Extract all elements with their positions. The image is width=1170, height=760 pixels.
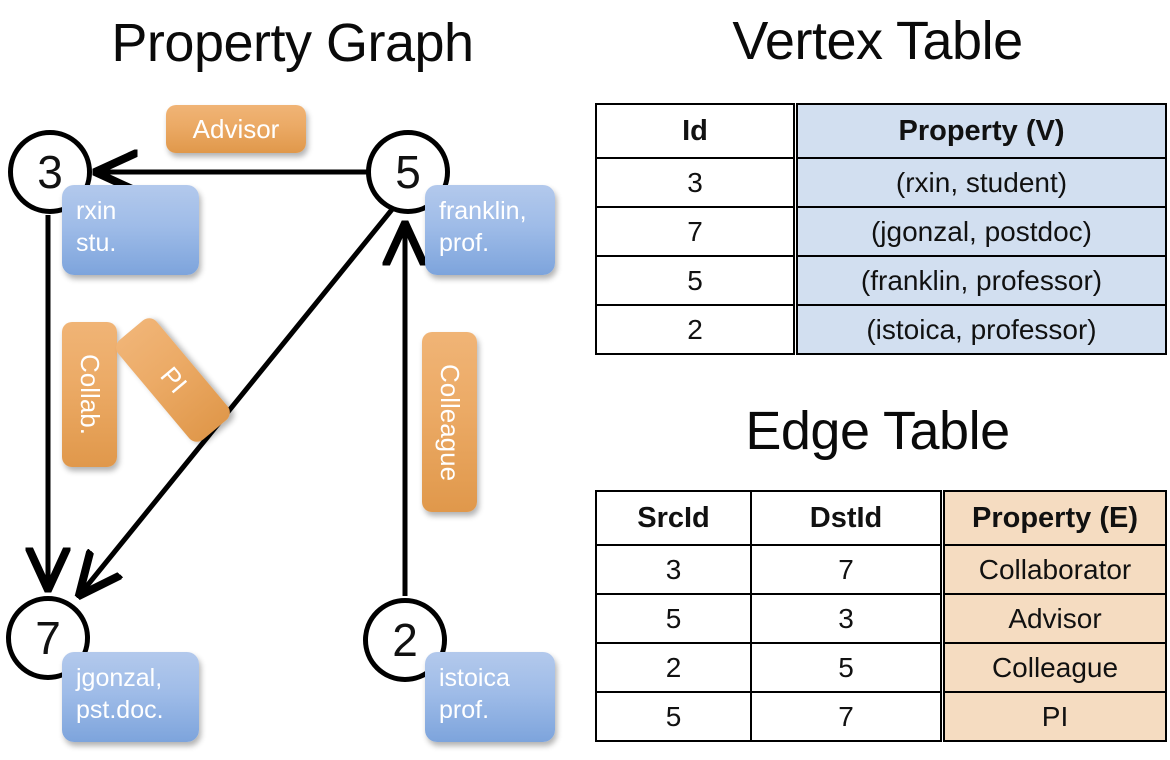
- edge-table-header-dstid: DstId: [750, 490, 944, 546]
- vertex-property-box-3: rxin stu.: [62, 185, 199, 275]
- edge-table: SrcId DstId Property (E) 3 7 Collaborato…: [595, 490, 1167, 742]
- edge-property-cell: PI: [940, 691, 1167, 742]
- vertex-table-header-property: Property (V): [793, 103, 1167, 159]
- edge-label-collab: Collab.: [62, 322, 117, 467]
- vertex-property-line-1: jgonzal,: [76, 664, 163, 692]
- edge-label-colleague: Colleague: [422, 332, 477, 512]
- edge-property-cell: Advisor: [940, 593, 1167, 644]
- vertex-property-line-2: prof.: [439, 229, 490, 257]
- graph-node-5[interactable]: 5: [366, 130, 450, 214]
- table-row[interactable]: 2 5 Colleague: [595, 642, 1167, 693]
- table-row[interactable]: 2 (istoica, professor): [595, 304, 1167, 355]
- graph-edges-svg: [0, 0, 585, 760]
- edge-label-text: PI: [153, 360, 193, 399]
- edge-label-text: Collab.: [75, 354, 105, 435]
- edge-srcid-cell: 5: [595, 691, 752, 742]
- graph-node-2[interactable]: 2: [363, 598, 447, 682]
- vertex-id-cell: 2: [595, 304, 797, 355]
- page-title-vertex-table: Vertex Table: [732, 11, 1023, 71]
- edge-dstid-cell: 7: [750, 544, 944, 595]
- vertex-id-cell: 3: [595, 157, 797, 208]
- vertex-property-line-2: prof.: [439, 696, 490, 724]
- edge-table-header-row: SrcId DstId Property (E): [595, 490, 1167, 546]
- vertex-property-box-7: jgonzal, pst.doc.: [62, 652, 199, 742]
- edge-property-cell: Collaborator: [940, 544, 1167, 595]
- table-row[interactable]: 7 (jgonzal, postdoc): [595, 206, 1167, 257]
- table-row[interactable]: 3 (rxin, student): [595, 157, 1167, 208]
- vertex-property-box-2: istoica prof.: [425, 652, 555, 742]
- edge-dstid-cell: 3: [750, 593, 944, 644]
- edge-label-text: Advisor: [192, 113, 280, 144]
- edge-table-header-property: Property (E): [940, 490, 1167, 546]
- page-title-property-graph: Property Graph: [111, 13, 474, 73]
- vertex-property-cell: (franklin, professor): [793, 255, 1167, 306]
- table-row[interactable]: 5 (franklin, professor): [595, 255, 1167, 306]
- vertex-property-line-1: istoica: [439, 664, 510, 692]
- edge-property-cell: Colleague: [940, 642, 1167, 693]
- table-row[interactable]: 3 7 Collaborator: [595, 544, 1167, 595]
- edge-dstid-cell: 7: [750, 691, 944, 742]
- vertex-table-header-row: Id Property (V): [595, 103, 1167, 159]
- vertex-property-cell: (rxin, student): [793, 157, 1167, 208]
- vertex-property-line-2: stu.: [76, 229, 117, 257]
- edge-label-text: Colleague: [435, 363, 465, 481]
- vertex-property-cell: (istoica, professor): [793, 304, 1167, 355]
- table-row[interactable]: 5 7 PI: [595, 691, 1167, 742]
- edge-5-to-7: [82, 205, 396, 592]
- edge-srcid-cell: 3: [595, 544, 752, 595]
- edge-srcid-cell: 5: [595, 593, 752, 644]
- edge-srcid-cell: 2: [595, 642, 752, 693]
- edge-dstid-cell: 5: [750, 642, 944, 693]
- vertex-id-cell: 7: [595, 206, 797, 257]
- vertex-table: Id Property (V) 3 (rxin, student) 7 (jgo…: [595, 103, 1167, 355]
- vertex-id-cell: 5: [595, 255, 797, 306]
- edge-table-header-srcid: SrcId: [595, 490, 752, 546]
- vertex-property-line-2: pst.doc.: [76, 696, 164, 724]
- vertex-table-header-id: Id: [595, 103, 797, 159]
- vertex-property-cell: (jgonzal, postdoc): [793, 206, 1167, 257]
- page-title-edge-table: Edge Table: [745, 401, 1010, 461]
- vertex-property-line-1: franklin,: [439, 197, 527, 225]
- vertex-property-box-5: franklin, prof.: [425, 185, 555, 275]
- vertex-property-line-1: rxin: [76, 197, 117, 225]
- table-row[interactable]: 5 3 Advisor: [595, 593, 1167, 644]
- edge-label-advisor: Advisor: [166, 105, 306, 153]
- property-graph-canvas: 3 5 7 2 rxin stu. franklin, prof. jgonza…: [0, 0, 585, 760]
